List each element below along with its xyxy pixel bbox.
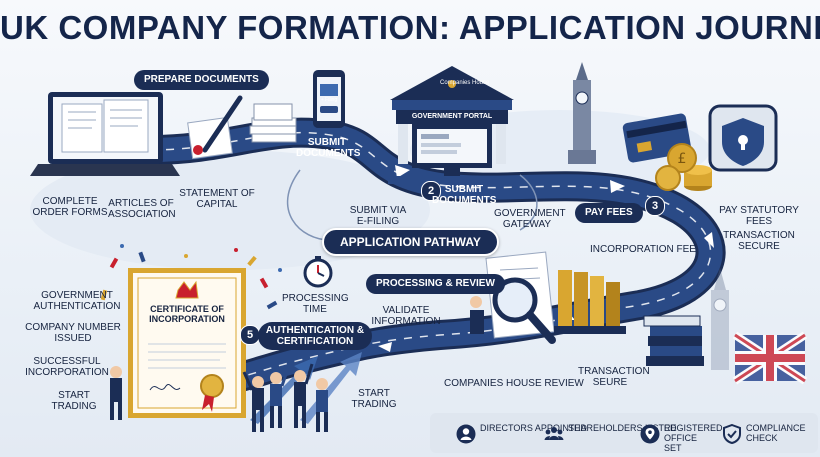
document-stack-icon (249, 103, 297, 143)
celebrating-people-icon (110, 363, 328, 432)
big-ben-faded-icon (711, 268, 729, 370)
step-number-5: 5 (240, 325, 260, 345)
footer-label: DIRECTORS APPOINTED (480, 423, 587, 433)
certificate-icon (128, 268, 246, 418)
label-submit-via-efiling: SUBMIT VIA E-FILING (349, 205, 407, 227)
stage-pay-fees: PAY FEES (575, 203, 643, 223)
label-transaction-seure: TRANSACTION SEURE (578, 366, 650, 388)
label-start-trading: START TRADING (51, 390, 97, 412)
certificate-title: CERTIFICATE OF INCORPORATION (149, 304, 225, 324)
check-shield-icon (723, 424, 741, 444)
folders-icon (554, 270, 626, 334)
label-companies-house-review: COMPANIES HOUSE REVIEW (444, 378, 584, 389)
confetti-decoration (100, 244, 282, 310)
label-statement-of-capital: STATEMENT OF CAPITAL (179, 188, 255, 210)
loop-arrow (287, 169, 331, 241)
road-label-submit-documents-step: SUBMIT DOCUMENTS (432, 184, 497, 206)
phone-icon (313, 70, 345, 128)
group-icon (544, 427, 564, 440)
laptop-icon (30, 92, 180, 176)
shield-lock-icon (708, 104, 778, 172)
page-title: UK COMPANY FORMATION: APPLICATION JOURNE… (0, 9, 820, 46)
label-complete-order-forms: COMPLETE ORDER FORMS (32, 196, 108, 218)
label-company-number-issued: COMPANY NUMBER ISSUED (25, 322, 121, 344)
label-government-authentication: GOVERNMENT AUTHENTICATION (33, 290, 121, 312)
label-government-gateway: GOVERNMENT GATEWAY (494, 208, 566, 230)
label-incorporation-fee: INCORPORATION FEE (590, 244, 696, 255)
stage-processing-review: PROCESSING & REVIEW (366, 274, 505, 294)
stage-authentication-certification: AUTHENTICATION & CERTIFICATION (258, 322, 372, 350)
label-successful-incorporation: SUCCESSFUL INCORPORATION (25, 356, 109, 378)
pen-signing-icon (187, 95, 243, 160)
coins-icon: £ (655, 143, 712, 191)
binders-icon (643, 315, 704, 366)
application-pathway-banner: APPLICATION PATHWAY (322, 228, 499, 256)
label-transaction-secure: TRANSACTION SECURE (723, 230, 795, 252)
union-flag-icon (732, 331, 808, 385)
stage-prepare-documents: PREPARE DOCUMENTS (134, 70, 269, 90)
big-ben-icon (568, 62, 596, 164)
location-pin-icon (640, 424, 660, 444)
footer-checklist (430, 413, 818, 453)
companies-house-logo: Companies House (440, 80, 490, 86)
label-articles-of-association: ARTICLES OF ASSOCIATION (108, 198, 176, 220)
footer-label: COMPLIANCE CHECK (746, 423, 806, 443)
magnifier-review-icon (470, 251, 556, 344)
government-building-icon (388, 66, 516, 184)
label-start-trading-road: START TRADING (351, 388, 397, 410)
step-number-3: 3 (645, 196, 665, 216)
svg-text:£: £ (678, 151, 687, 167)
step-number-2: 2 (421, 181, 441, 201)
label-processing-time: PROCESSING TIME (282, 293, 349, 315)
stopwatch-icon (303, 256, 333, 288)
government-portal-sign: GOVERNMENT PORTAL (411, 113, 493, 120)
road-label-submit-documents: SUBMIT DOCUMENTS (296, 137, 361, 159)
footer-label: REGISTERED OFFICE SET (664, 423, 723, 453)
footer-label: SHAREHOLDERS LISTED (568, 423, 677, 433)
label-validate-information: VALIDATE INFORMATION (371, 305, 441, 327)
person-icon (456, 424, 476, 444)
loop-arrow (519, 174, 538, 231)
phone-filing-button: + Filing (320, 97, 338, 103)
label-pay-statutory-fees: PAY STATUTORY FEES (719, 205, 799, 227)
